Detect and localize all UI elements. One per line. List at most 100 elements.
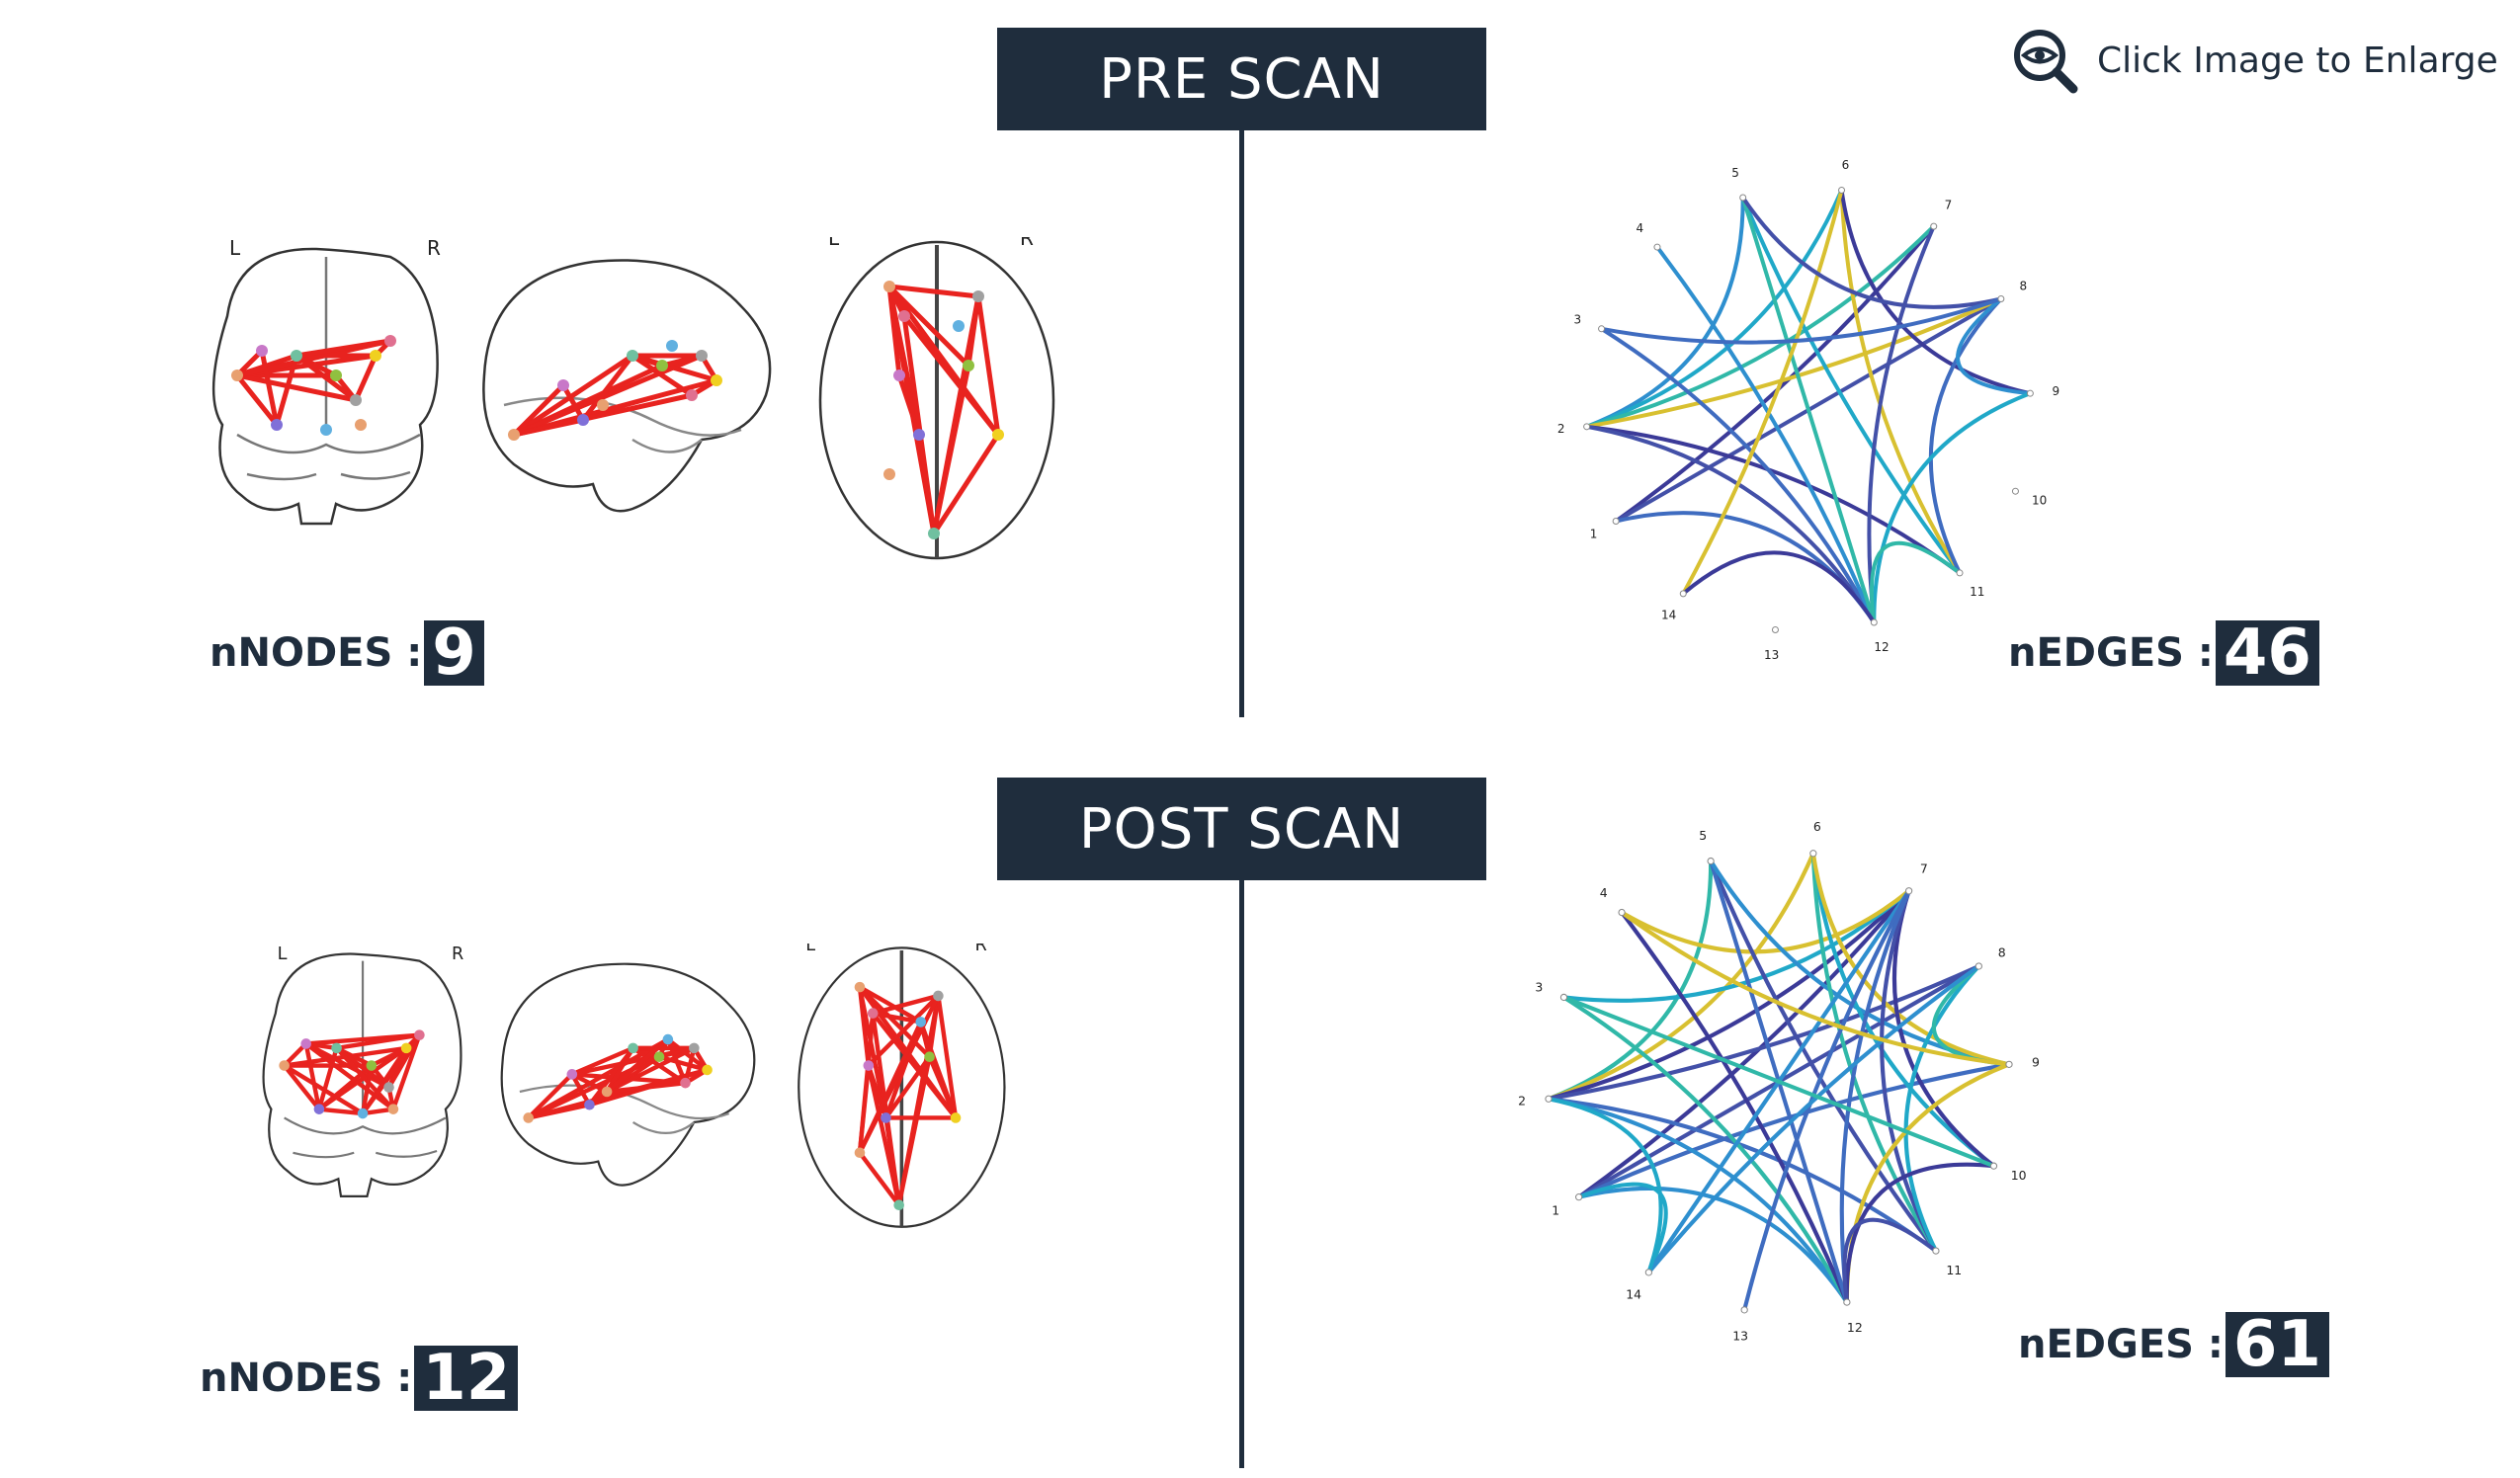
chord-node bbox=[1739, 194, 1747, 202]
post-nodes-stat: nNODES : 12 bbox=[200, 1346, 519, 1411]
connectome-edge bbox=[604, 1080, 688, 1095]
chord-edge bbox=[1620, 911, 1849, 1303]
chord-edge bbox=[1903, 964, 1980, 1252]
coronal-outline bbox=[262, 952, 462, 1197]
chord-node-label: 10 bbox=[2011, 1168, 2027, 1183]
brain-node bbox=[950, 1112, 962, 1123]
brain-node bbox=[366, 1060, 378, 1071]
chord-edge bbox=[1810, 853, 1938, 1253]
brain-node bbox=[628, 1042, 638, 1054]
brain-node bbox=[913, 429, 925, 441]
click-to-enlarge-link[interactable]: Click Image to Enlarge bbox=[2010, 26, 2498, 95]
post-divider bbox=[1239, 880, 1244, 1468]
brain-node bbox=[387, 1104, 399, 1114]
brain-node bbox=[881, 1112, 891, 1123]
chord-node bbox=[1771, 625, 1779, 633]
chord-node-label: 12 bbox=[1874, 640, 1889, 654]
connectome-edge bbox=[630, 353, 719, 383]
connectome-edge bbox=[857, 1150, 901, 1207]
brain-node bbox=[256, 345, 268, 357]
connectome-edge bbox=[918, 1020, 959, 1120]
connectome-edge bbox=[303, 1041, 391, 1090]
enlarge-label: Click Image to Enlarge bbox=[2097, 40, 2498, 81]
connectome-edge bbox=[390, 1032, 422, 1111]
brain-node bbox=[666, 340, 678, 352]
connectome-edge bbox=[303, 1041, 396, 1111]
connectome-edge bbox=[259, 348, 280, 428]
connectome-edge bbox=[857, 984, 932, 1059]
chord-node bbox=[1618, 908, 1626, 917]
brain-node bbox=[662, 1033, 674, 1045]
brain-node bbox=[566, 1069, 578, 1080]
brain-node bbox=[915, 1017, 927, 1027]
magnifier-eye-icon bbox=[2014, 30, 2078, 94]
connectome-edge bbox=[511, 353, 635, 438]
chord-node bbox=[1904, 887, 1913, 895]
brain-node bbox=[972, 290, 984, 302]
brain-node bbox=[883, 468, 895, 480]
chord-node-label: 4 bbox=[1600, 885, 1608, 900]
chord-edge bbox=[1844, 1062, 2010, 1303]
brain-node bbox=[893, 1199, 904, 1210]
brain-node bbox=[291, 350, 302, 362]
connectome-edge bbox=[886, 284, 981, 299]
pre-edges-stat: nEDGES : 46 bbox=[2008, 620, 2319, 686]
chord-edge bbox=[1839, 889, 1911, 1303]
chord-node bbox=[1545, 1095, 1553, 1103]
connectome-edge bbox=[665, 1036, 688, 1086]
chord-edge bbox=[1867, 225, 1936, 623]
chord-edge bbox=[1709, 860, 1938, 1253]
connectome-edge bbox=[659, 353, 705, 369]
connectome-edges bbox=[511, 353, 719, 438]
chord-edge bbox=[1614, 224, 1936, 524]
brain-node bbox=[867, 1008, 879, 1019]
brain-node bbox=[384, 335, 396, 347]
brain-node bbox=[883, 281, 895, 292]
right-orientation-label: R bbox=[452, 944, 463, 964]
chord-node bbox=[1809, 850, 1817, 858]
chord-node bbox=[1974, 962, 1982, 970]
chord-node-label: 2 bbox=[1557, 422, 1565, 436]
chord-node-label: 8 bbox=[2020, 280, 2028, 293]
connectome-edge bbox=[857, 1011, 876, 1155]
chord-edge bbox=[1586, 424, 1962, 575]
brain-node bbox=[300, 1038, 311, 1049]
brain-node bbox=[711, 374, 722, 386]
brain-node bbox=[383, 1082, 394, 1093]
right-orientation-label: R bbox=[974, 944, 986, 955]
connectome-edge bbox=[316, 1045, 339, 1111]
brain-node bbox=[330, 370, 342, 381]
chord-edge bbox=[1741, 196, 2002, 309]
connectome-edge bbox=[604, 1045, 697, 1095]
chord-edge bbox=[1646, 964, 1980, 1274]
brain-node bbox=[627, 350, 638, 362]
chord-node bbox=[1707, 857, 1715, 865]
nodes-value: 9 bbox=[424, 620, 484, 686]
chord-edge bbox=[1600, 327, 1877, 623]
chord-edge bbox=[1956, 296, 2031, 396]
brain-node bbox=[702, 1064, 713, 1076]
connectome-edge bbox=[857, 984, 923, 1025]
chord-node-label: 8 bbox=[1998, 945, 2006, 960]
chord-node bbox=[1989, 1162, 1998, 1170]
brain-node bbox=[963, 360, 974, 371]
connectome-edge bbox=[369, 1045, 409, 1068]
chord-edge bbox=[1548, 861, 1714, 1102]
connectome-edge bbox=[966, 293, 981, 369]
brain-node bbox=[854, 1147, 866, 1159]
chord-node-label: 1 bbox=[1590, 528, 1598, 541]
chord-node-label: 4 bbox=[1636, 221, 1643, 235]
chord-edge bbox=[1681, 190, 1844, 595]
chord-node-label: 5 bbox=[1731, 166, 1739, 180]
chord-edge bbox=[1621, 889, 1910, 954]
brain-node bbox=[854, 981, 866, 993]
chord-edge bbox=[1548, 852, 1815, 1102]
chord-node bbox=[1843, 1298, 1851, 1306]
connectome-edge bbox=[896, 372, 922, 438]
chord-edge bbox=[1872, 391, 2032, 623]
post-scan-banner: POST SCAN bbox=[997, 778, 1486, 880]
brain-node bbox=[279, 1060, 290, 1071]
chord-node bbox=[1559, 993, 1568, 1002]
